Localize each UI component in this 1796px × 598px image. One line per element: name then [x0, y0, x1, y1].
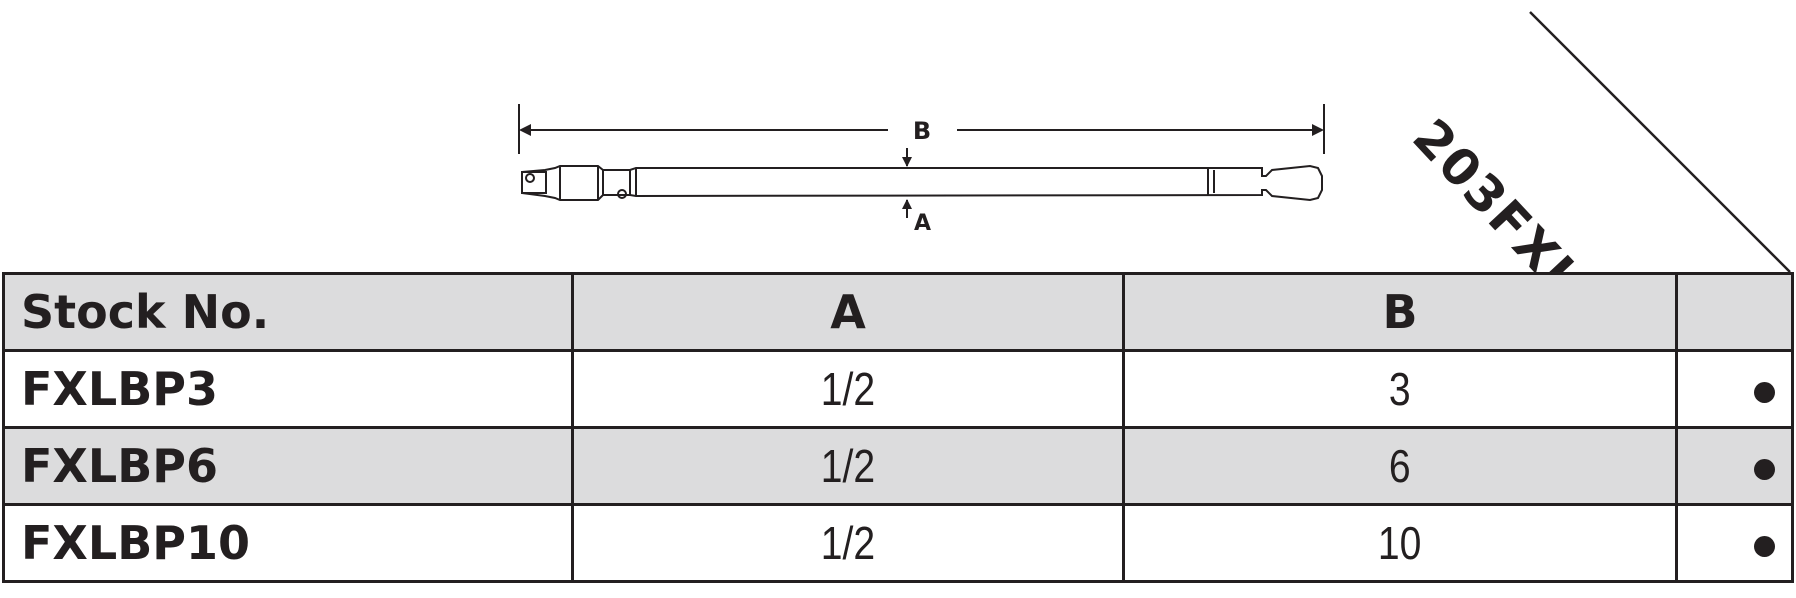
availability-dot: [1675, 426, 1794, 506]
spec-table: Stock No. A B FXLBP3 1/2 3 FXLBP6 1/2 6 …: [2, 272, 1794, 583]
b-cell: 6: [1122, 426, 1678, 506]
table-row: FXLBP10 1/2 10: [2, 503, 1794, 583]
dimension-label-a: A: [914, 211, 931, 236]
table-row: FXLBP6 1/2 6: [2, 426, 1794, 506]
dimension-label-b: B: [913, 117, 931, 145]
availability-dot: [1675, 349, 1794, 429]
dot-icon: [1754, 459, 1775, 481]
table-row: FXLBP3 1/2 3: [2, 349, 1794, 429]
stock-no-cell: FXLBP3: [2, 349, 574, 429]
header-stock-no: Stock No.: [2, 272, 574, 352]
b-cell: 3: [1122, 349, 1678, 429]
stock-no-cell: FXLBP10: [2, 503, 574, 583]
a-cell: 1/2: [571, 349, 1125, 429]
dot-icon: [1754, 382, 1775, 404]
dot-icon: [1754, 536, 1775, 558]
b-cell: 10: [1122, 503, 1678, 583]
header-a: A: [571, 272, 1125, 352]
a-cell: 1/2: [571, 426, 1125, 506]
table-header-row: Stock No. A B: [2, 272, 1794, 352]
availability-dot: [1675, 503, 1794, 583]
tool-drawing: B A: [518, 11, 1791, 272]
header-b: B: [1122, 272, 1678, 352]
a-cell: 1/2: [571, 503, 1125, 583]
stock-no-cell: FXLBP6: [2, 426, 574, 506]
header-mark: [1675, 272, 1794, 352]
